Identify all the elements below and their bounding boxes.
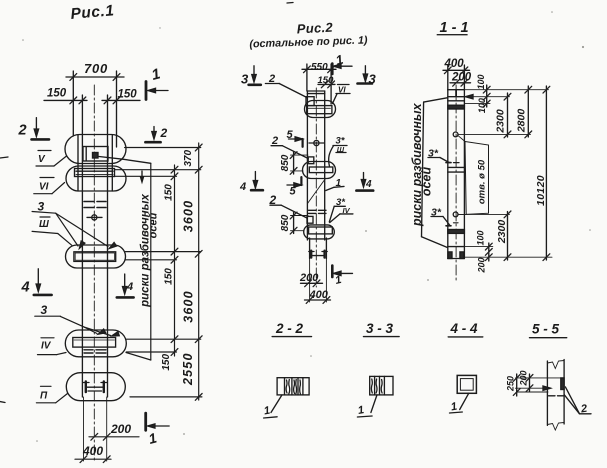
svg-text:1: 1 — [357, 404, 365, 417]
svg-text:200: 200 — [519, 370, 529, 386]
svg-text:150: 150 — [161, 354, 172, 371]
svg-text:1: 1 — [147, 429, 159, 446]
svg-text:2300: 2300 — [496, 220, 508, 245]
svg-text:4: 4 — [21, 280, 30, 296]
svg-text:200: 200 — [110, 422, 131, 436]
svg-text:2300: 2300 — [495, 109, 507, 134]
svg-text:2: 2 — [269, 193, 277, 207]
svg-text:200: 200 — [477, 257, 487, 273]
svg-text:100: 100 — [476, 230, 486, 245]
svg-text:4: 4 — [365, 179, 372, 190]
svg-text:3*: 3* — [336, 136, 346, 147]
svg-text:3600: 3600 — [182, 200, 196, 233]
svg-text:150: 150 — [164, 184, 175, 201]
svg-text:Рис.2: Рис.2 — [296, 20, 333, 37]
svg-text:3*: 3* — [428, 148, 439, 160]
svg-text:3: 3 — [369, 72, 377, 87]
svg-text:2 - 2: 2 - 2 — [275, 321, 304, 336]
svg-text:осей: осей — [148, 212, 160, 238]
svg-text:5 - 5: 5 - 5 — [532, 322, 560, 337]
svg-text:150: 150 — [118, 89, 138, 101]
svg-text:4 - 4: 4 - 4 — [450, 321, 479, 336]
svg-text:IV: IV — [41, 341, 52, 352]
svg-text:2: 2 — [579, 403, 588, 416]
svg-text:риски разбивочных: риски разбивочных — [140, 194, 152, 308]
svg-text:1 - 1: 1 - 1 — [440, 20, 469, 36]
svg-text:2: 2 — [160, 126, 168, 140]
svg-text:Ш: Ш — [337, 145, 345, 154]
svg-text:850: 850 — [280, 154, 291, 171]
svg-text:2: 2 — [18, 123, 27, 139]
svg-text:3: 3 — [38, 200, 45, 214]
svg-text:Рис.1: Рис.1 — [70, 2, 115, 23]
svg-text:400: 400 — [444, 58, 465, 70]
svg-text:4: 4 — [126, 281, 133, 293]
svg-text:3 - 3: 3 - 3 — [366, 321, 394, 336]
svg-text:Ш: Ш — [39, 219, 49, 230]
svg-text:VI: VI — [39, 182, 49, 193]
svg-text:1: 1 — [336, 178, 342, 189]
svg-text:700: 700 — [84, 61, 108, 76]
svg-text:1: 1 — [150, 65, 162, 84]
svg-text:850: 850 — [280, 214, 291, 231]
svg-text:10120: 10120 — [535, 175, 547, 206]
svg-text:риски разбивочных: риски разбивочных — [410, 102, 424, 227]
svg-text:VI: VI — [338, 86, 346, 95]
svg-text:150: 150 — [318, 75, 335, 86]
svg-text:200: 200 — [451, 72, 472, 84]
svg-text:3600: 3600 — [182, 290, 196, 323]
svg-text:2550: 2550 — [181, 352, 195, 386]
svg-text:осей: осей — [420, 167, 434, 197]
svg-text:100: 100 — [476, 74, 486, 89]
svg-text:1: 1 — [263, 405, 271, 418]
svg-text:5: 5 — [287, 129, 294, 141]
svg-text:IV: IV — [343, 206, 351, 215]
svg-text:2: 2 — [271, 135, 278, 147]
svg-text:400: 400 — [82, 444, 103, 458]
svg-text:V: V — [38, 154, 46, 165]
svg-text:5: 5 — [290, 186, 297, 198]
svg-text:250: 250 — [506, 376, 516, 392]
svg-text:550: 550 — [311, 62, 328, 73]
svg-text:370: 370 — [183, 150, 194, 167]
svg-text:3*: 3* — [431, 207, 442, 219]
svg-text:(остальное по рис. 1): (остальное по рис. 1) — [249, 34, 368, 50]
svg-text:4: 4 — [239, 181, 246, 193]
svg-text:П: П — [40, 391, 48, 402]
svg-text:1: 1 — [334, 52, 345, 68]
svg-text:3: 3 — [241, 72, 249, 87]
svg-text:200: 200 — [299, 272, 319, 284]
svg-text:3*: 3* — [336, 197, 346, 208]
svg-text:150: 150 — [164, 268, 175, 285]
svg-text:400: 400 — [309, 289, 329, 301]
svg-text:150: 150 — [47, 88, 67, 100]
svg-text:2: 2 — [268, 73, 275, 85]
svg-text:3: 3 — [41, 303, 48, 317]
svg-text:1: 1 — [334, 274, 342, 287]
svg-text:100: 100 — [477, 98, 487, 113]
svg-text:1: 1 — [450, 401, 458, 414]
svg-text:2800: 2800 — [516, 109, 528, 134]
svg-text:отв. ø 50: отв. ø 50 — [477, 159, 488, 204]
